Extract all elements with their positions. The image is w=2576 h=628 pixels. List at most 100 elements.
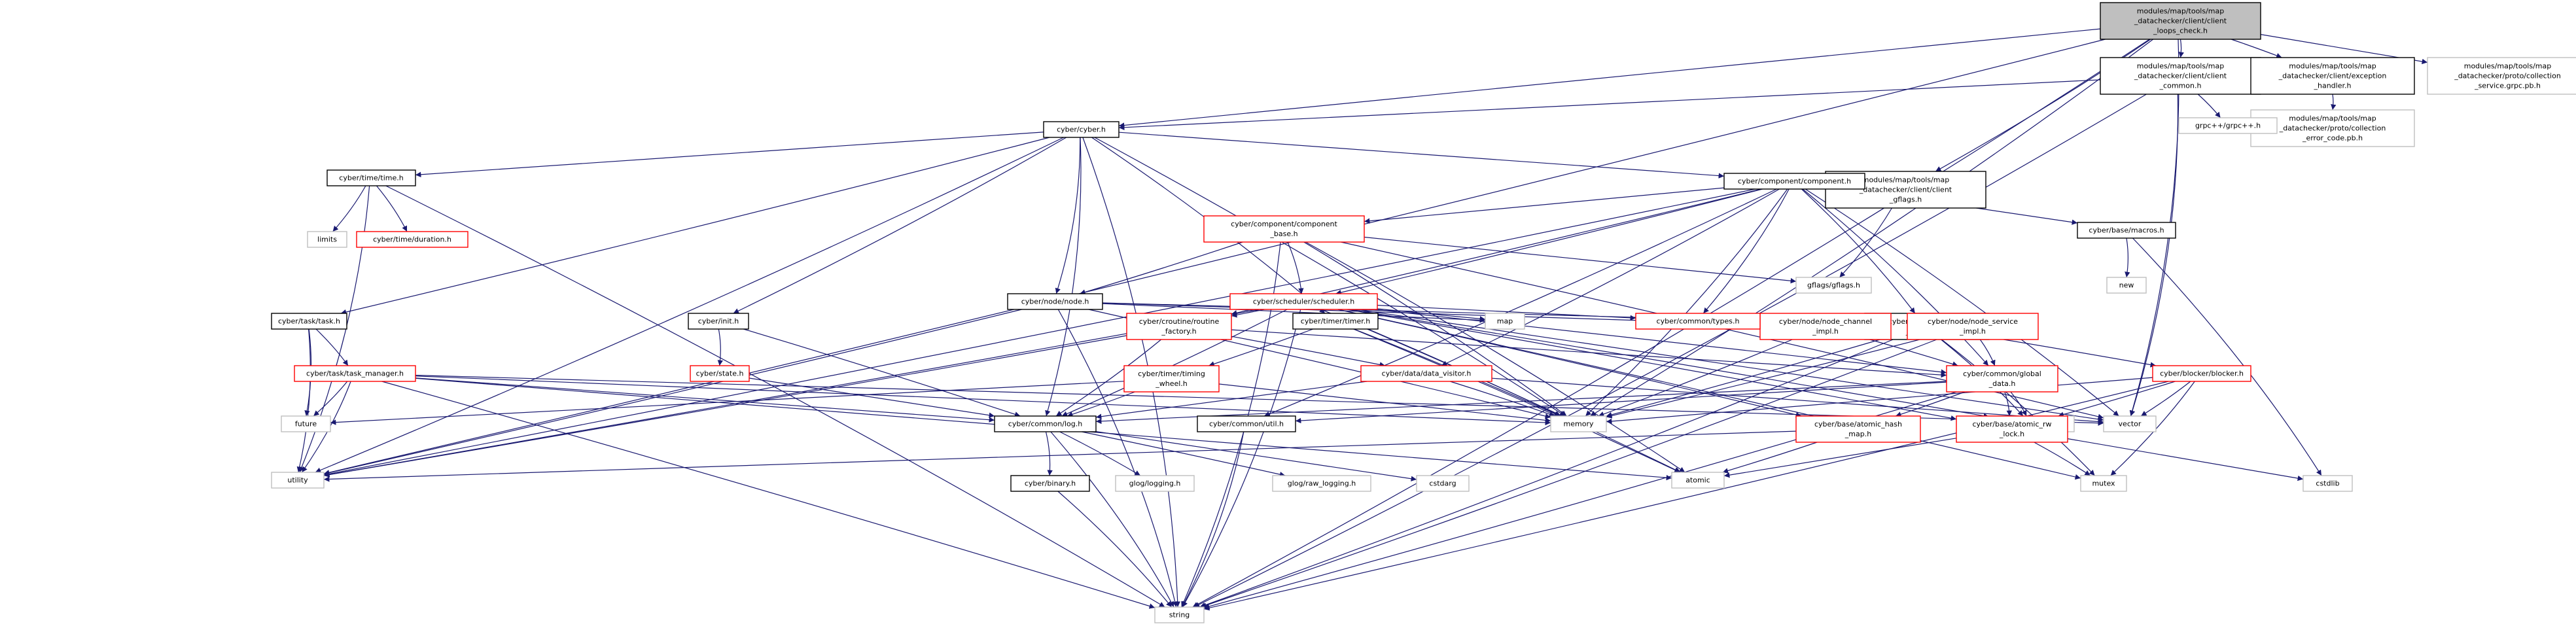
node-cstdlib: cstdlib xyxy=(2303,475,2353,492)
node-label: cyber/base/atomic_hash xyxy=(1814,420,1902,428)
edge-node-service-impl-to-memory xyxy=(1606,339,1920,419)
node-atomic-hash-map[interactable]: cyber/base/atomic_hash_map.h xyxy=(1795,415,1921,443)
edge-init-h-to-log-h xyxy=(743,328,1021,417)
node-atomic-rw-lock[interactable]: cyber/base/atomic_rw_lock.h xyxy=(1956,415,2068,443)
node-global-data[interactable]: cyber/common/global_data.h xyxy=(1946,365,2058,392)
node-map: map xyxy=(1485,313,1525,330)
node-label: cyber/croutine/routine xyxy=(1139,317,1220,326)
edge-log-h-to-glog-raw-logging xyxy=(1082,431,1286,478)
node-client-common[interactable]: modules/map/tools/map_datachecker/client… xyxy=(2100,57,2261,95)
edge-node-service-impl-to-string xyxy=(1201,339,1937,608)
node-box xyxy=(688,313,749,330)
edge-data-visitor-to-memory xyxy=(1450,381,1555,417)
edge-blocker-h-to-unordered-map xyxy=(2058,381,2176,417)
edge-cyber-h-to-utility xyxy=(315,137,1064,473)
node-init-h[interactable]: cyber/init.h xyxy=(688,313,749,330)
node-box xyxy=(2152,365,2251,382)
edge-component-h-to-scheduler-h xyxy=(1335,188,1763,296)
node-box xyxy=(2103,415,2157,432)
edge-component-base-to-scheduler-h xyxy=(1287,241,1304,294)
node-label: cyber/state.h xyxy=(696,370,744,378)
edge-routine-factory-to-data-visitor xyxy=(1231,336,1386,368)
node-box xyxy=(281,415,331,432)
node-label: cyber/common/log.h xyxy=(1008,420,1082,428)
edge-task-manager-to-log-h xyxy=(415,377,995,423)
edge-layer xyxy=(296,28,2428,611)
edge-cyber-h-to-memory xyxy=(1094,137,1566,417)
node-node-h[interactable]: cyber/node/node.h xyxy=(1007,293,1103,310)
node-binary-h[interactable]: cyber/binary.h xyxy=(1010,475,1090,492)
edge-global-data-to-atomic-rw-lock xyxy=(2004,391,2013,417)
node-box xyxy=(2303,475,2353,492)
node-exception-handler[interactable]: modules/map/tools/map_datachecker/client… xyxy=(2250,57,2415,95)
node-label: cyber/timer/timer.h xyxy=(1301,317,1370,326)
node-box xyxy=(1946,365,2058,392)
node-string: string xyxy=(1154,606,1205,623)
edge-component-h-to-vector xyxy=(1805,188,2119,417)
node-limits: limits xyxy=(307,231,347,248)
node-box xyxy=(994,415,1097,432)
node-label: _datachecker/client/exception xyxy=(2278,72,2387,80)
edge-root-to-utility xyxy=(323,39,2106,476)
edge-timing-wheel-to-future xyxy=(330,381,1125,425)
node-time-h[interactable]: cyber/time/time.h xyxy=(326,169,416,186)
node-util-h[interactable]: cyber/common/util.h xyxy=(1197,415,1296,432)
edge-timing-wheel-to-memory xyxy=(1218,383,1551,423)
node-box xyxy=(2106,277,2147,294)
node-label: cyber/task/task_manager.h xyxy=(306,370,404,378)
node-box xyxy=(1203,215,1365,243)
node-glog-logging: glog/logging.h xyxy=(1115,475,1195,492)
edge-blocker-manager-to-blocker-h xyxy=(1988,336,2157,368)
node-label: grpc++/grpc++.h xyxy=(2195,122,2261,130)
node-cstdarg: cstdarg xyxy=(1416,475,1470,492)
node-log-h[interactable]: cyber/common/log.h xyxy=(994,415,1097,432)
node-component-base[interactable]: cyber/component/component_base.h xyxy=(1203,215,1365,243)
node-label: _datachecker/client/client xyxy=(1859,186,1952,194)
node-blocker-h[interactable]: cyber/blocker/blocker.h xyxy=(2152,365,2251,382)
edge-atomic-rw-lock-to-atomic xyxy=(1723,438,1957,478)
node-box xyxy=(1671,472,1725,489)
edge-component-h-to-utility xyxy=(323,188,1756,477)
node-label: cyber/base/macros.h xyxy=(2089,226,2164,235)
node-duration-h[interactable]: cyber/time/duration.h xyxy=(356,231,468,248)
node-mutex: mutex xyxy=(2080,475,2127,492)
node-label: _factory.h xyxy=(1161,327,1196,336)
node-task-h[interactable]: cyber/task/task.h xyxy=(271,313,347,330)
node-label: cyber/data/data_visitor.h xyxy=(1382,370,1472,378)
node-routine-factory[interactable]: cyber/croutine/routine_factory.h xyxy=(1126,313,1232,340)
node-label: vector xyxy=(2119,420,2142,428)
node-task-manager[interactable]: cyber/task/task_manager.h xyxy=(294,365,416,382)
node-label: cyber/component/component.h xyxy=(1738,177,1851,186)
edge-task-manager-to-future xyxy=(313,381,348,417)
node-box xyxy=(1550,415,1607,432)
node-label: cyber/blocker/blocker.h xyxy=(2160,370,2244,378)
edge-component-base-to-node-h xyxy=(1080,241,1243,295)
edge-init-h-to-state-h xyxy=(717,328,723,366)
edge-global-data-to-atomic-hash-map xyxy=(1895,391,1966,417)
node-box xyxy=(1416,475,1470,492)
node-box xyxy=(326,169,416,186)
edge-macros-h-to-cstdlib xyxy=(2132,237,2322,476)
node-label: cyber/component/component xyxy=(1231,220,1337,228)
edge-node-h-to-utility xyxy=(323,309,1022,476)
node-node-service-impl[interactable]: cyber/node/node_service_impl.h xyxy=(1907,313,2039,340)
node-scheduler-h[interactable]: cyber/scheduler/scheduler.h xyxy=(1229,293,1378,310)
node-label: cyber/common/util.h xyxy=(1209,420,1284,428)
node-data-visitor[interactable]: cyber/data/data_visitor.h xyxy=(1360,365,1492,382)
edge-routine-factory-to-utility xyxy=(323,335,1127,478)
edge-data-visitor-to-log-h xyxy=(1095,381,1367,419)
node-box xyxy=(1007,293,1103,310)
edge-global-data-to-util-h xyxy=(1295,381,1947,424)
node-new: new xyxy=(2106,277,2147,294)
node-cyber-h[interactable]: cyber/cyber.h xyxy=(1043,121,1120,138)
node-state-h[interactable]: cyber/state.h xyxy=(690,365,750,382)
node-box xyxy=(1795,415,1921,443)
node-timer-h[interactable]: cyber/timer/timer.h xyxy=(1292,313,1379,330)
node-timing-wheel[interactable]: cyber/timer/timing_wheel.h xyxy=(1123,365,1220,392)
edge-node-channel-impl-to-memory xyxy=(1598,339,1793,417)
node-macros-h[interactable]: cyber/base/macros.h xyxy=(2077,222,2176,239)
node-component-h[interactable]: cyber/component/component.h xyxy=(1723,173,1865,190)
node-types-h[interactable]: cyber/common/types.h xyxy=(1635,313,1761,330)
node-root[interactable]: modules/map/tools/map_datachecker/client… xyxy=(2100,2,2261,40)
node-node-channel-impl[interactable]: cyber/node/node_channel_impl.h xyxy=(1759,313,1892,340)
